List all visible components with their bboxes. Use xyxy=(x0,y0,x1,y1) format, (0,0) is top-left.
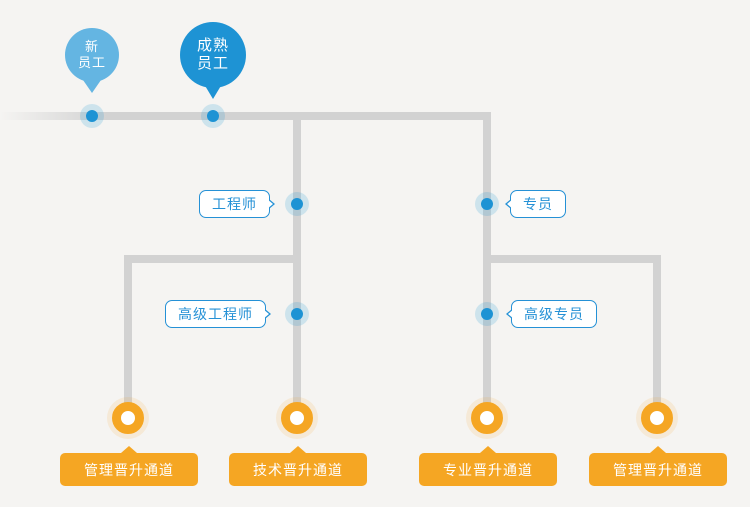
node-dot-new-employee[interactable] xyxy=(80,104,104,128)
node-dot-senior-specialist[interactable] xyxy=(475,302,499,326)
terminal-ring-technical[interactable] xyxy=(276,397,318,439)
role-label-senior-engineer: 高级工程师 xyxy=(178,306,253,322)
channel-label-management-left[interactable]: 管理晋升通道 xyxy=(60,446,198,486)
callout-arrow-inner-icon xyxy=(267,199,273,209)
stage-label-new-employee: 新 员工 xyxy=(77,39,106,70)
channel-label-technical[interactable]: 技术晋升通道 xyxy=(229,446,367,486)
channel-label-professional[interactable]: 专业晋升通道 xyxy=(419,446,557,486)
role-callout-senior-engineer[interactable]: 高级工程师 xyxy=(165,300,271,328)
pointer-tail-icon xyxy=(204,84,222,99)
role-label-senior-specialist: 高级专员 xyxy=(524,306,584,322)
pointer-tail-icon xyxy=(83,80,101,93)
stage-badge-mature-employee[interactable]: 成熟 员工 xyxy=(180,22,246,99)
channel-label-management-right[interactable]: 管理晋升通道 xyxy=(589,446,727,486)
channel-tip-icon xyxy=(480,446,496,453)
role-callout-senior-specialist[interactable]: 高级专员 xyxy=(506,300,597,328)
terminal-ring-professional[interactable] xyxy=(466,397,508,439)
node-dot-specialist[interactable] xyxy=(475,192,499,216)
channel-text-management-left: 管理晋升通道 xyxy=(84,461,174,478)
channel-tip-icon xyxy=(121,446,137,453)
branch-line-management-right-horizontal xyxy=(483,255,661,263)
role-label-engineer: 工程师 xyxy=(212,196,257,212)
role-callout-specialist[interactable]: 专员 xyxy=(505,190,566,218)
branch-line-management-left-vertical xyxy=(124,255,132,414)
role-label-specialist: 专员 xyxy=(523,196,553,212)
branch-line-professional-vertical xyxy=(483,112,491,414)
channel-tip-icon xyxy=(650,446,666,453)
channel-text-management-right: 管理晋升通道 xyxy=(613,461,703,478)
channel-text-technical: 技术晋升通道 xyxy=(253,461,343,478)
role-callout-engineer[interactable]: 工程师 xyxy=(199,190,275,218)
channel-tip-icon xyxy=(290,446,306,453)
terminal-ring-management-left[interactable] xyxy=(107,397,149,439)
callout-arrow-inner-icon xyxy=(507,199,513,209)
node-dot-mature-employee[interactable] xyxy=(201,104,225,128)
branch-line-management-left-horizontal xyxy=(124,255,301,263)
stage-label-mature-employee: 成熟 员工 xyxy=(196,36,229,72)
stage-badge-new-employee[interactable]: 新 员工 xyxy=(65,28,119,93)
node-dot-engineer[interactable] xyxy=(285,192,309,216)
node-dot-senior-engineer[interactable] xyxy=(285,302,309,326)
callout-arrow-inner-icon xyxy=(508,309,514,319)
branch-line-management-right-vertical xyxy=(653,255,661,414)
terminal-ring-management-right[interactable] xyxy=(636,397,678,439)
channel-text-professional: 专业晋升通道 xyxy=(443,461,533,478)
callout-arrow-inner-icon xyxy=(263,309,269,319)
branch-line-technical-vertical xyxy=(293,112,301,414)
trunk-line-horizontal xyxy=(0,112,490,120)
